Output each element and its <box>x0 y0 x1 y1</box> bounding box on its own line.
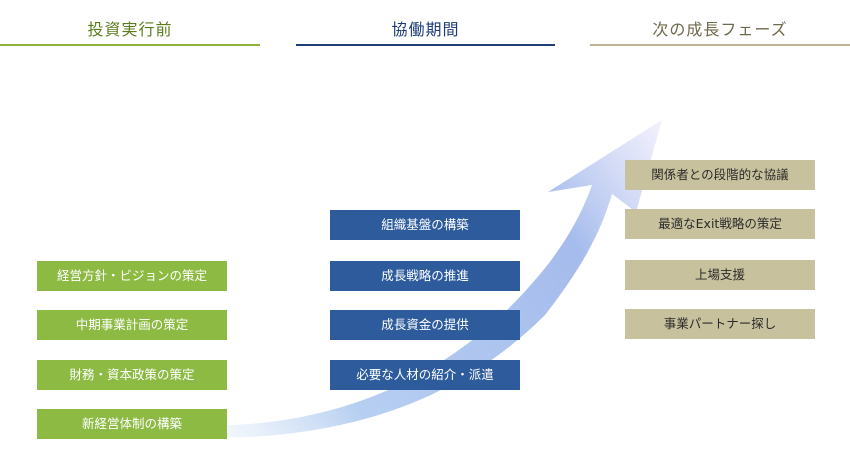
header-collaboration-period: 協働期間 <box>296 14 555 46</box>
before-item-financial-policy: 財務・資本政策の策定 <box>37 360 227 390</box>
next-item-business-partner: 事業パートナー探し <box>625 309 815 339</box>
before-item-management-policy: 経営方針・ビジョンの策定 <box>37 261 227 291</box>
next-item-ipo-support: 上場支援 <box>625 260 815 290</box>
during-item-growth-capital: 成長資金の提供 <box>330 310 520 340</box>
during-item-talent: 必要な人材の紹介・派遣 <box>330 360 520 390</box>
next-item-stakeholder-talks: 関係者との段階的な協議 <box>625 160 815 190</box>
header-before-investment: 投資実行前 <box>0 14 260 46</box>
during-item-growth-strategy: 成長戦略の推進 <box>330 261 520 291</box>
header-next-growth-phase: 次の成長フェーズ <box>590 14 850 46</box>
before-item-new-management: 新経営体制の構築 <box>37 409 227 439</box>
during-item-organization: 組織基盤の構築 <box>330 210 520 240</box>
before-item-midterm-plan: 中期事業計画の策定 <box>37 310 227 340</box>
next-item-exit-strategy: 最適なExit戦略の策定 <box>625 209 815 239</box>
